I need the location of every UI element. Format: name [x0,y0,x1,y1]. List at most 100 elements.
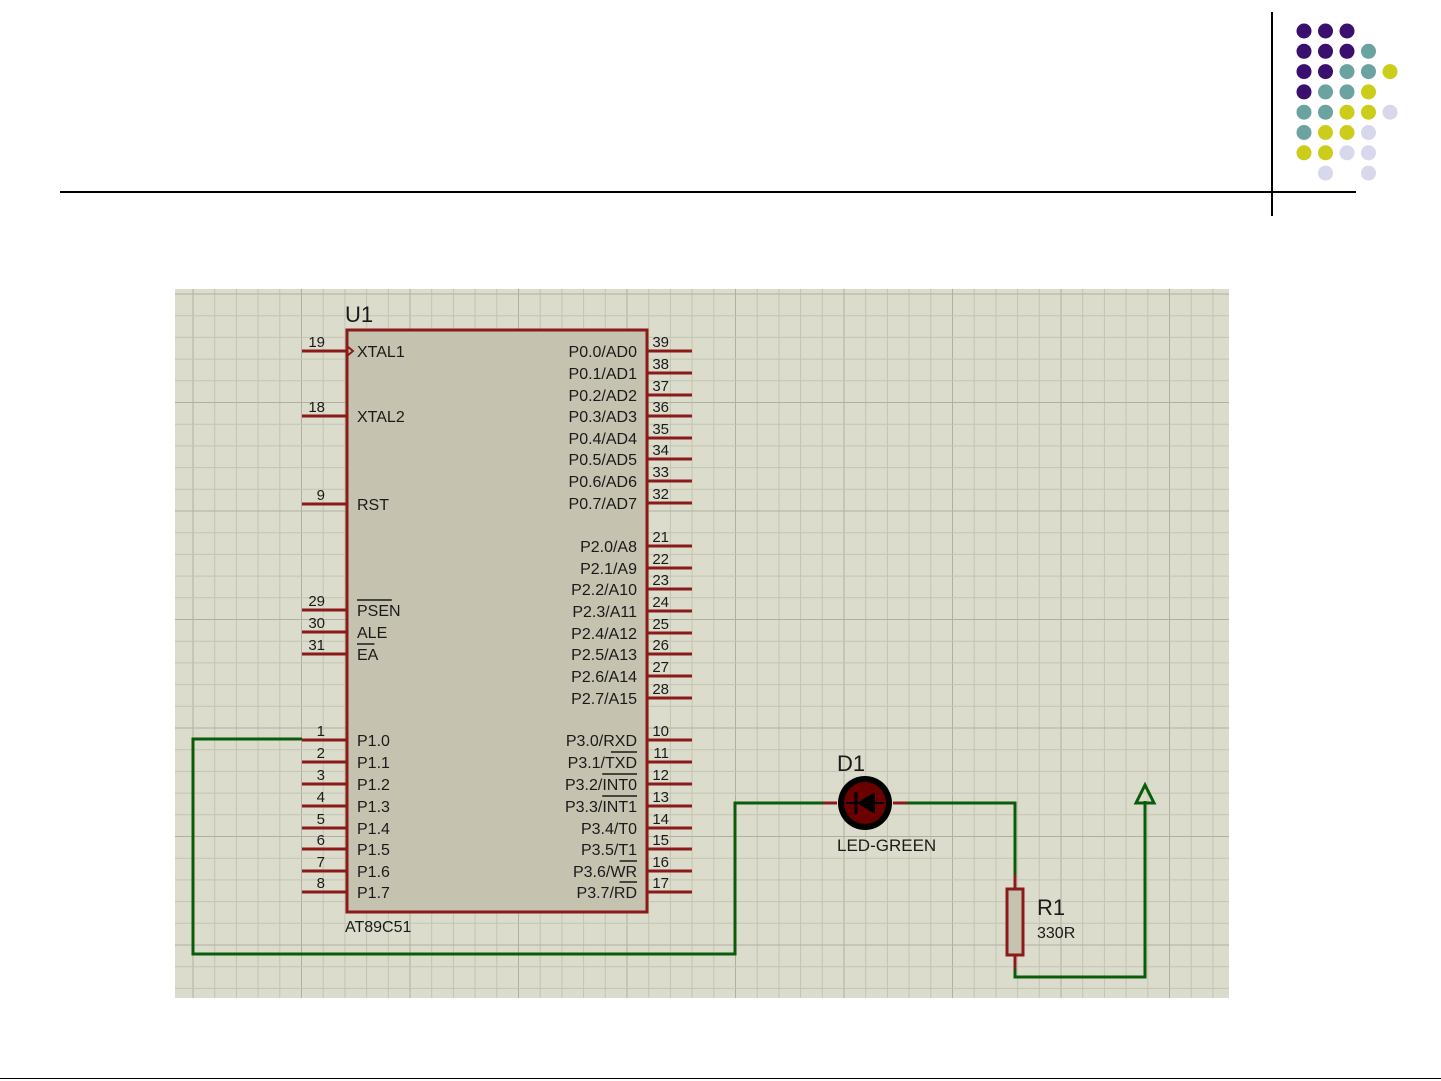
decorative-dot [1339,104,1355,120]
chip-right-pins: 39P0.0/AD038P0.1/AD137P0.2/AD236P0.3/AD3… [565,334,692,902]
pin-number-14: 14 [652,811,669,828]
pin-number-13: 13 [652,789,669,806]
pin-number-9: 9 [317,487,325,504]
pin-label-23: P2.2/A10 [571,582,637,599]
pin-label-7: P1.6 [357,864,390,881]
pin-label-19: XTAL1 [357,344,405,361]
pin-number-28: 28 [652,681,669,698]
pin-label-18: XTAL2 [357,409,405,426]
pin-label-12: P3.2/INT0 [565,777,637,794]
pin-label-16: P3.6/WR [573,864,637,881]
decorative-dot [1361,64,1376,80]
pin-number-19: 19 [308,334,325,351]
clock-marker-icon [346,345,355,357]
pin-number-12: 12 [652,767,669,784]
pin-number-3: 3 [317,767,325,784]
pin-number-16: 16 [652,854,669,871]
pin-label-17: P3.7/RD [577,885,637,902]
decorative-dot [1296,104,1312,120]
decorative-dot [1339,23,1355,39]
pin-label-22: P2.1/A9 [580,561,637,578]
decorative-dot [1361,165,1376,181]
pin-label-38: P0.1/AD1 [569,366,638,383]
pin-number-1: 1 [317,723,325,740]
pin-number-31: 31 [308,637,325,654]
pin-number-17: 17 [652,875,669,892]
pin-number-33: 33 [652,464,669,481]
chip-left-pins: 19XTAL118XTAL29RST29PSEN30ALE31EA1P1.02P… [302,334,405,902]
decorative-dot [1361,125,1376,140]
resistor-body [1005,887,1025,957]
decorative-dot [1361,145,1376,161]
decorative-dot [1296,43,1312,59]
decorative-dot [1318,165,1333,181]
resistor-reference-label: R1 [1037,895,1065,920]
pin-label-30: ALE [357,625,387,642]
pin-label-5: P1.4 [357,821,390,838]
pin-label-15: P3.5/T1 [581,842,637,859]
pin-number-34: 34 [652,442,669,459]
pin-label-26: P2.5/A13 [571,647,637,664]
pin-number-25: 25 [652,616,669,633]
wire-p1-0-to-led [191,737,837,956]
pin-number-29: 29 [308,593,325,610]
decorative-dot [1318,23,1333,39]
decorative-dot [1339,145,1355,161]
wire-led-to-resistor [893,801,1017,889]
pin-label-14: P3.4/T0 [581,821,637,838]
bottom-divider-line [0,1078,1441,1079]
pin-label-36: P0.3/AD3 [569,409,638,426]
pin-number-30: 30 [308,615,325,632]
pin-label-24: P2.3/A11 [572,604,637,621]
decorative-dot [1361,104,1376,120]
pin-number-26: 26 [652,637,669,654]
pin-label-11: P3.1/TXD [568,755,637,772]
pin-label-28: P2.7/A15 [571,691,637,708]
decorative-dot [1296,84,1312,100]
vertical-divider-line [1271,12,1273,216]
circuit-schematic: U1 AT89C51 19XTAL118XTAL29RST29PSEN30ALE… [175,289,1229,998]
pin-label-37: P0.2/AD2 [569,388,638,405]
pin-label-10: P3.0/RXD [566,733,637,750]
pin-number-5: 5 [317,811,325,828]
pin-label-2: P1.1 [357,755,390,772]
pin-label-25: P2.4/A12 [571,626,637,643]
decorative-dot [1318,43,1333,59]
decorative-dot [1296,145,1312,161]
pin-label-13: P3.3/INT1 [565,799,637,816]
led-reference-label: D1 [837,751,865,776]
resistor-component: R1 330R [1005,875,1075,969]
pin-label-6: P1.5 [357,842,390,859]
decorative-dot [1382,64,1398,80]
decorative-dot [1296,125,1312,140]
pin-label-1: P1.0 [357,733,390,750]
power-terminal [1133,781,1157,805]
decorative-dot [1296,64,1312,80]
pin-label-31: EA [357,647,379,664]
pin-label-21: P2.0/A8 [580,539,637,556]
pin-number-27: 27 [652,659,669,676]
pin-number-35: 35 [652,421,669,438]
decorative-dot [1339,43,1355,59]
pin-label-4: P1.3 [357,799,390,816]
decorative-dot [1318,64,1333,80]
title-divider-line [60,191,1356,193]
decorative-dot [1339,84,1355,100]
chip-reference-label: U1 [345,302,373,327]
pin-label-32: P0.7/AD7 [569,496,638,513]
decorative-dot [1296,23,1312,39]
pin-label-34: P0.5/AD5 [569,452,638,469]
pin-number-39: 39 [652,334,669,351]
decorative-dot [1318,125,1333,140]
pin-number-4: 4 [317,789,325,806]
microcontroller-chip-body [345,328,649,914]
pin-number-36: 36 [652,399,669,416]
led-value-label: LED-GREEN [837,836,936,855]
pin-number-2: 2 [317,745,325,762]
pin-number-24: 24 [652,594,669,611]
pin-number-11: 11 [653,745,669,762]
pin-label-9: RST [357,497,389,514]
resistor-value-label: 330R [1037,925,1075,942]
pin-label-3: P1.2 [357,777,390,794]
pin-number-32: 32 [652,486,669,503]
